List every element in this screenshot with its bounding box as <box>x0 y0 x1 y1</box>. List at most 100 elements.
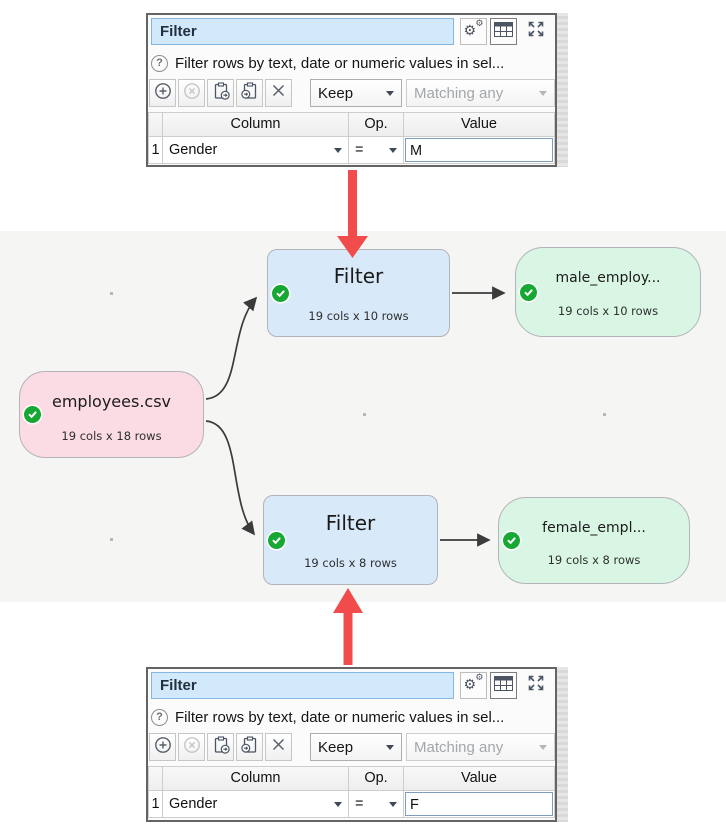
op-select-value: = <box>355 796 364 812</box>
node-subtitle: 19 cols x 8 rows <box>304 556 397 570</box>
node-female-employees[interactable]: female_empl... 19 cols x 8 rows <box>498 497 690 584</box>
remove-row-button[interactable] <box>178 79 205 107</box>
column-select[interactable]: Gender <box>162 790 349 818</box>
help-icon[interactable]: ? <box>151 54 168 72</box>
header-op: Op. <box>348 766 404 791</box>
add-row-button[interactable] <box>149 79 176 107</box>
copy-values-button[interactable] <box>207 79 234 107</box>
node-subtitle: 19 cols x 18 rows <box>61 429 162 443</box>
gear-button[interactable]: ⚙⚙ <box>460 18 487 45</box>
table-view-button[interactable] <box>490 672 517 699</box>
gear-icon: ⚙⚙ <box>463 672 484 693</box>
expand-icon <box>527 674 545 697</box>
header-column: Column <box>162 766 349 791</box>
copy-icon <box>212 735 230 759</box>
expand-button[interactable] <box>522 18 549 45</box>
node-filter-bottom[interactable]: Filter 19 cols x 8 rows <box>263 495 438 585</box>
expand-button[interactable] <box>522 672 549 699</box>
node-title: employees.csv <box>52 392 171 411</box>
node-title: male_employ... <box>555 270 661 286</box>
matching-dropdown[interactable]: Matching any <box>406 79 555 107</box>
column-select[interactable]: Gender <box>162 136 349 164</box>
screenshot-torn-edge <box>557 13 568 167</box>
node-title: Filter <box>333 264 384 288</box>
node-title: Filter <box>325 511 376 535</box>
value-input[interactable]: M <box>405 138 553 162</box>
copy-values-button[interactable] <box>207 733 234 761</box>
node-subtitle: 19 cols x 10 rows <box>557 304 659 318</box>
grid-dot <box>110 538 113 541</box>
filter-panel-top: Filter ⚙⚙ ? Filter rows by text, date or… <box>146 13 557 167</box>
check-icon <box>520 283 537 301</box>
chevron-down-icon <box>389 147 397 153</box>
gear-button[interactable]: ⚙⚙ <box>460 672 487 699</box>
node-title: female_empl... <box>542 520 646 536</box>
node-male-employees[interactable]: male_employ... 19 cols x 10 rows <box>515 247 701 337</box>
transform-name-field[interactable]: Filter <box>151 18 454 45</box>
row-number: 1 <box>148 136 163 164</box>
gear-icon: ⚙⚙ <box>463 18 484 39</box>
matching-dropdown[interactable]: Matching any <box>406 733 555 761</box>
add-icon <box>154 82 172 105</box>
column-select-value: Gender <box>169 142 218 158</box>
node-filter-top[interactable]: Filter 19 cols x 10 rows <box>267 249 450 337</box>
header-gutter <box>148 766 163 791</box>
op-select-value: = <box>355 142 364 158</box>
remove-row-button[interactable] <box>178 733 205 761</box>
op-select[interactable]: = <box>348 790 404 818</box>
header-value: Value <box>403 766 555 791</box>
chevron-down-icon <box>386 90 394 96</box>
expand-icon <box>527 20 545 43</box>
chevron-down-icon <box>386 744 394 750</box>
matching-dropdown-value: Matching any <box>414 84 504 102</box>
check-icon <box>24 406 41 423</box>
keep-remove-dropdown[interactable]: Keep <box>310 79 402 107</box>
grid-dot <box>110 292 113 295</box>
op-select[interactable]: = <box>348 136 404 164</box>
delete-icon <box>271 737 286 757</box>
chevron-down-icon <box>389 801 397 807</box>
check-icon <box>268 531 285 549</box>
check-icon <box>272 284 289 302</box>
value-cell: F <box>403 790 555 818</box>
transform-name-field[interactable]: Filter <box>151 672 454 699</box>
screenshot-torn-edge <box>557 667 568 822</box>
remove-icon <box>183 736 201 759</box>
remove-icon <box>183 82 201 105</box>
copy-icon <box>212 81 230 105</box>
table-view-button[interactable] <box>490 18 517 45</box>
paste-icon <box>240 81 259 105</box>
delete-button[interactable] <box>265 79 292 107</box>
paste-icon <box>240 735 259 759</box>
node-subtitle: 19 cols x 10 rows <box>308 309 409 323</box>
chevron-down-icon <box>539 744 547 750</box>
chevron-down-icon <box>334 147 342 153</box>
paste-values-button[interactable] <box>236 79 263 107</box>
check-icon <box>503 532 520 549</box>
add-icon <box>154 736 172 759</box>
row-number: 1 <box>148 790 163 818</box>
add-row-button[interactable] <box>149 733 176 761</box>
chevron-down-icon <box>334 801 342 807</box>
matching-dropdown-value: Matching any <box>414 738 504 756</box>
keep-remove-dropdown[interactable]: Keep <box>310 733 402 761</box>
header-value: Value <box>403 112 555 137</box>
node-employees-csv[interactable]: employees.csv 19 cols x 18 rows <box>19 371 204 458</box>
help-text: Filter rows by text, date or numeric val… <box>175 708 505 726</box>
table-icon <box>494 21 513 42</box>
chevron-down-icon <box>539 90 547 96</box>
value-input[interactable]: F <box>405 792 553 816</box>
help-icon[interactable]: ? <box>151 708 168 726</box>
header-column: Column <box>162 112 349 137</box>
header-gutter <box>148 112 163 137</box>
column-select-value: Gender <box>169 796 218 812</box>
paste-values-button[interactable] <box>236 733 263 761</box>
header-op: Op. <box>348 112 404 137</box>
filter-panel-bottom: Filter ⚙⚙ ? Filter rows by text, date or… <box>146 667 557 822</box>
keep-dropdown-value: Keep <box>318 738 354 756</box>
delete-icon <box>271 83 286 103</box>
table-icon <box>494 675 513 696</box>
delete-button[interactable] <box>265 733 292 761</box>
grid-dot <box>603 413 606 416</box>
